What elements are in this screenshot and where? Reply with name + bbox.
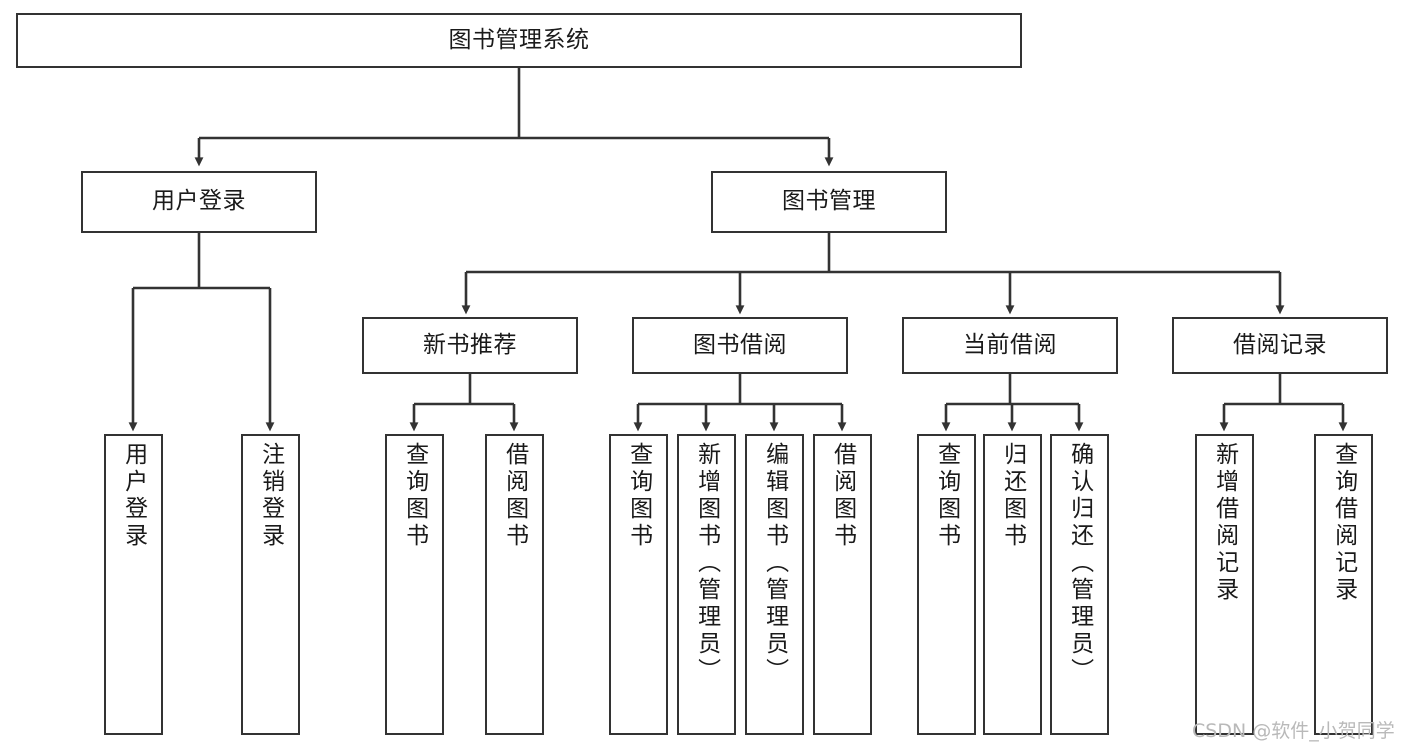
leaf-user-login[interactable]: 用户登录 [104, 434, 163, 735]
leaf-confirm-return-admin[interactable]: 确认归还（管理员） [1050, 434, 1109, 735]
node-borrow-record[interactable]: 借阅记录 [1172, 317, 1388, 374]
node-label: 归还图书 [999, 442, 1026, 550]
csdn-watermark: CSDN @软件_小贺同学 [1192, 720, 1395, 742]
node-label: 查询图书 [625, 442, 652, 550]
node-label: 查询图书 [933, 442, 960, 550]
node-new-book-recommendation[interactable]: 新书推荐 [362, 317, 578, 374]
node-label: 借阅图书 [501, 442, 528, 550]
leaf-borrow-book[interactable]: 借阅图书 [813, 434, 872, 735]
node-label: 注销登录 [257, 442, 284, 550]
leaf-edit-book-admin[interactable]: 编辑图书（管理员） [745, 434, 804, 735]
leaf-query-book-borrow[interactable]: 查询图书 [609, 434, 668, 735]
leaf-query-book-recommendation[interactable]: 查询图书 [385, 434, 444, 735]
leaf-user-logout[interactable]: 注销登录 [241, 434, 300, 735]
node-label: 借阅图书 [829, 442, 856, 550]
node-label: 查询图书 [401, 442, 428, 550]
node-label: 确认归还（管理员） [1066, 442, 1093, 685]
node-label: 用户登录 [120, 442, 147, 550]
leaf-query-book-current[interactable]: 查询图书 [917, 434, 976, 735]
node-label: 图书管理系统 [448, 26, 590, 53]
node-label: 新增图书（管理员） [693, 442, 720, 685]
node-label: 当前借阅 [963, 331, 1057, 358]
node-label: 编辑图书（管理员） [761, 442, 788, 685]
leaf-query-borrow-record[interactable]: 查询借阅记录 [1314, 434, 1373, 735]
node-user-login[interactable]: 用户登录 [81, 171, 317, 233]
node-label: 新书推荐 [423, 331, 517, 358]
node-current-borrow[interactable]: 当前借阅 [902, 317, 1118, 374]
node-label: 借阅记录 [1233, 331, 1327, 358]
node-label: 用户登录 [152, 188, 246, 215]
leaf-add-book-admin[interactable]: 新增图书（管理员） [677, 434, 736, 735]
node-book-borrow[interactable]: 图书借阅 [632, 317, 848, 374]
node-root-book-management-system[interactable]: 图书管理系统 [16, 13, 1022, 68]
leaf-return-book[interactable]: 归还图书 [983, 434, 1042, 735]
leaf-borrow-book-recommendation[interactable]: 借阅图书 [485, 434, 544, 735]
node-label: 图书借阅 [693, 331, 787, 358]
node-book-management[interactable]: 图书管理 [711, 171, 947, 233]
node-label: 查询借阅记录 [1330, 442, 1357, 604]
leaf-add-borrow-record[interactable]: 新增借阅记录 [1195, 434, 1254, 735]
node-label: 新增借阅记录 [1211, 442, 1238, 604]
node-label: 图书管理 [782, 188, 876, 215]
